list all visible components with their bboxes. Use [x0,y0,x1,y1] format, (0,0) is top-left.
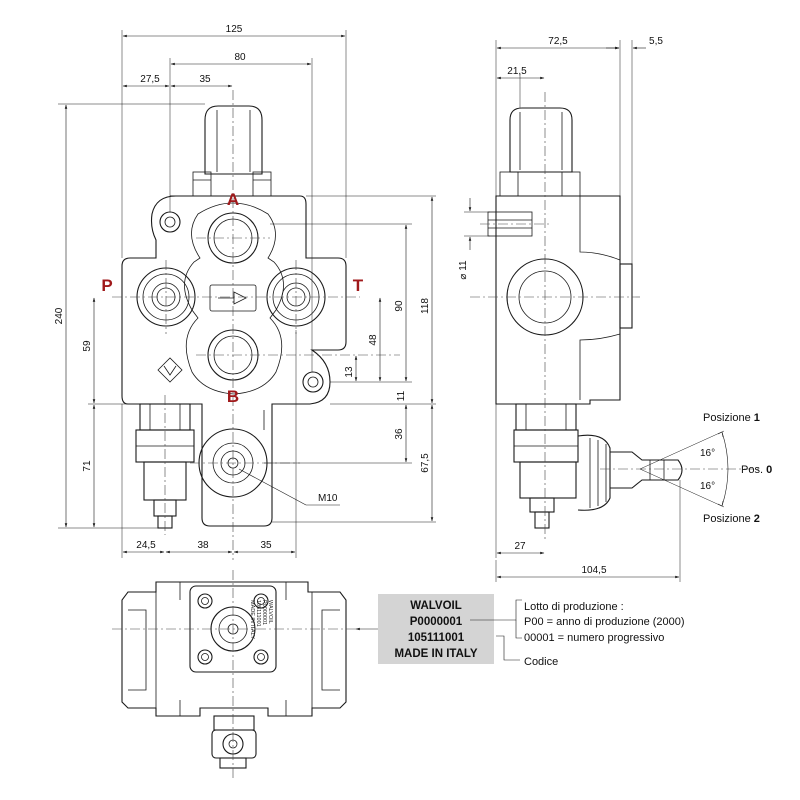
dim-80: 80 [234,52,246,63]
nameplate-line4: MADE IN ITALY [394,648,477,660]
front-body-outline [121,195,347,527]
port-label-t: T [353,276,364,295]
dim-59: 59 [82,340,93,352]
port-label-a: A [227,190,239,209]
dim-36: 36 [394,428,405,440]
dim-125: 125 [226,24,243,35]
side-view [470,92,760,540]
front-view [112,90,400,560]
legend-lot-title: Lotto di produzione : [524,601,624,613]
front-top-cap [192,105,272,197]
dim-27-5: 27,5 [140,74,160,85]
dim-24-5: 24,5 [136,540,156,551]
side-dimensions: 72,5 5,5 21,5 ⌀ 11 27 104,5 16° 16° [458,36,729,582]
legend-lot-line1: P00 = anno di produzione (2000) [524,616,685,628]
position-0-label: Pos. 0 [741,464,772,476]
dim-90: 90 [394,300,405,312]
dim-104-5: 104,5 [581,565,606,576]
dim-118: 118 [420,298,431,314]
dim-72-5: 72,5 [548,36,568,47]
legend-code-label: Codice [524,656,558,668]
dim-67-5: 67,5 [420,453,431,473]
dim-21-5: 21,5 [507,66,527,77]
dim-11: 11 [396,390,407,401]
flange-stamp: WALVOIL P0000001 105111001 MADE IN ITALY [249,600,273,639]
dim-diameter-11: ⌀ 11 [458,260,469,280]
side-body-outline [495,195,621,405]
dim-5-5: 5,5 [649,36,663,47]
top-body-outline [121,581,347,717]
dim-71: 71 [82,460,93,472]
svg-text:WALVOIL: WALVOIL [267,600,273,624]
nameplate-line3: 105111001 [408,632,465,644]
svg-text:MADE IN ITALY: MADE IN ITALY [249,600,255,639]
svg-text:105111001: 105111001 [255,600,261,627]
dim-240: 240 [54,307,65,324]
dim-35-bottom: 35 [260,540,272,551]
dim-38: 38 [197,540,209,551]
dim-35-top: 35 [199,74,211,85]
dim-13: 13 [344,366,355,378]
port-label-b: B [227,387,239,406]
top-view: WALVOIL P0000001 105111001 MADE IN ITALY [112,570,360,780]
nameplate: WALVOIL P0000001 105111001 MADE IN ITALY [378,594,494,664]
walvoil-logo-icon [157,357,183,383]
legend-leaders [470,599,522,661]
angle-up-label: 16° [700,448,715,459]
svg-text:P0000001: P0000001 [261,600,267,625]
nameplate-line1: WALVOIL [410,600,462,612]
nameplate-line2: P0000001 [410,616,463,628]
dim-27: 27 [514,541,526,552]
angle-down-label: 16° [700,481,715,492]
thread-m10-label: M10 [318,493,338,504]
front-dimensions: 125 80 27,5 35 240 59 71 118 90 [54,24,436,558]
position-2-label: Posizione 2 [703,513,760,525]
position-1-label: Posizione 1 [703,412,760,424]
dim-48: 48 [368,334,379,346]
port-label-p: P [101,276,112,295]
legend-lot-line2: 00001 = numero progressivo [524,632,664,644]
